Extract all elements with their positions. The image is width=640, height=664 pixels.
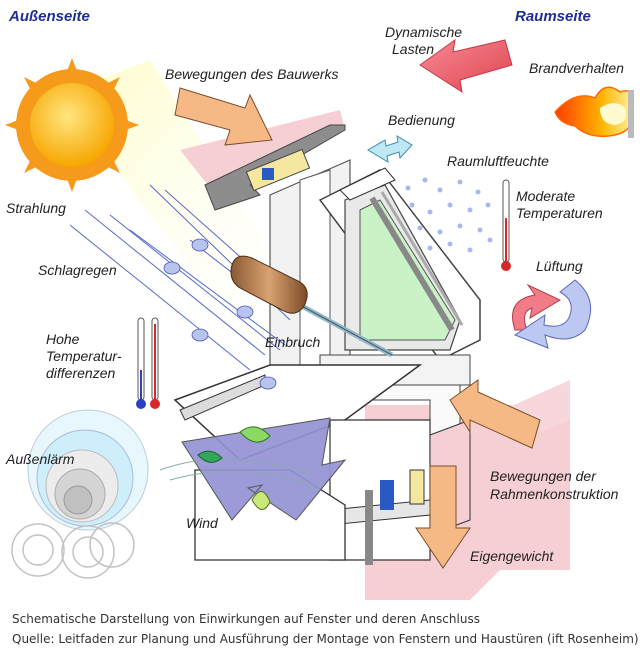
high-temp-label-3: differenzen xyxy=(46,365,116,381)
outside-noise-label: Außenlärm xyxy=(6,451,75,467)
inside-label: Raumseite xyxy=(515,8,591,25)
building-movement-arrow xyxy=(174,87,273,146)
ventilation-label: Lüftung xyxy=(536,258,583,274)
thermometer-hot xyxy=(150,317,160,409)
fire-icon xyxy=(554,86,634,138)
high-temp-label-1: Hohe xyxy=(46,331,80,347)
moderate-temp-label-2: Temperaturen xyxy=(516,205,603,221)
dynamic-loads-arrow xyxy=(419,38,513,94)
dynamic-loads-label-2: Lasten xyxy=(392,41,435,57)
outside-label: Außenseite xyxy=(9,8,90,25)
driving-rain-label: Schlagregen xyxy=(38,262,117,278)
frame-movement-label-1: Bewegungen der xyxy=(490,468,596,484)
sun-icon xyxy=(5,58,139,192)
caption-line-1: Schematische Darstellung von Einwirkunge… xyxy=(12,612,480,626)
humidity-label: Raumluftfeuchte xyxy=(447,153,549,169)
building-movement-label: Bewegungen des Bauwerks xyxy=(165,66,339,82)
operation-label: Bedienung xyxy=(388,112,455,128)
thermometer-inside xyxy=(501,179,511,271)
leaf-icons xyxy=(197,426,271,510)
self-weight-arrow xyxy=(415,465,471,569)
ventilation-arrows xyxy=(512,279,592,349)
frame-movement-arrow xyxy=(449,379,541,449)
noise-circles xyxy=(27,409,149,531)
radiation-label: Strahlung xyxy=(6,200,66,216)
wheels xyxy=(11,522,135,579)
burglary-label: Einbruch xyxy=(265,334,321,350)
dynamic-loads-label-1: Dynamische xyxy=(385,24,463,40)
screwdriver-icon xyxy=(230,255,394,358)
wind-label: Wind xyxy=(186,515,218,531)
wind-triangle xyxy=(159,417,347,521)
thermometer-cold xyxy=(136,317,146,409)
fire-behaviour-label: Brandverhalten xyxy=(529,60,624,76)
operation-arrow xyxy=(367,135,413,163)
moderate-temp-label-1: Moderate xyxy=(516,188,576,204)
self-weight-label: Eigengewicht xyxy=(470,548,554,564)
humidity-drops xyxy=(405,177,493,253)
high-temp-label-2: Temperatur- xyxy=(46,348,122,364)
caption-line-2: Quelle: Leitfaden zur Planung und Ausfüh… xyxy=(12,632,639,646)
raindrops xyxy=(163,238,277,390)
frame-movement-label-2: Rahmenkonstruktion xyxy=(490,486,619,502)
